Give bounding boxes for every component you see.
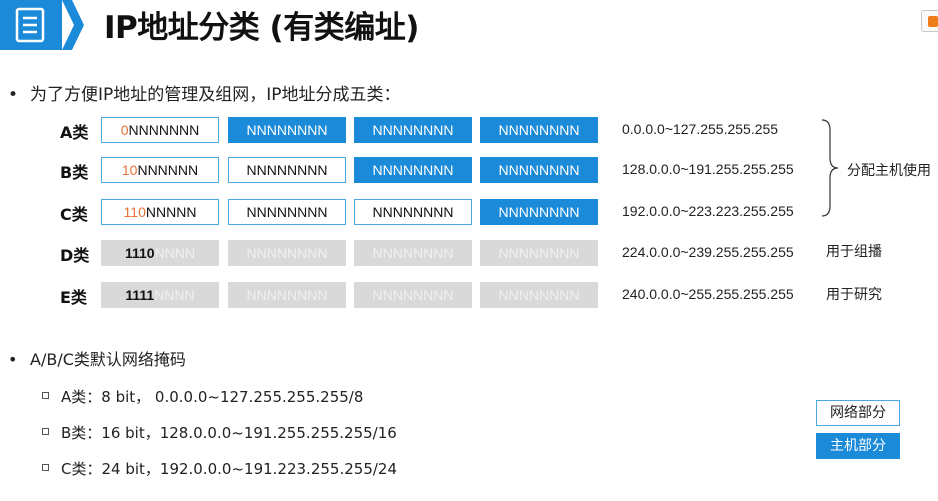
octet-bits: NNNNNNNN: [498, 287, 580, 303]
octet-bits: NNNNNNNN: [372, 287, 454, 303]
header-badge: [0, 0, 62, 50]
header-chevron-icon: [62, 0, 84, 50]
class-label: D类: [60, 246, 90, 265]
address-range: 224.0.0.0~239.255.255.255: [622, 244, 794, 260]
square-bullet-icon: [42, 464, 49, 471]
bullet-dot: •: [8, 350, 18, 369]
octet-cell: NNNNNNNN: [354, 157, 472, 183]
octet-cell: NNNNNNNN: [480, 282, 598, 308]
octet-cell: NNNNNNNN: [480, 117, 598, 143]
octet-bits: NNNNNNNN: [246, 245, 328, 261]
octet-bits: NNNNNNNN: [372, 162, 454, 178]
octet-bits: NNNNNNNN: [246, 287, 328, 303]
mask-heading-line: • A/B/C类默认网络掩码: [8, 346, 186, 370]
octet-cell: NNNNNNNN: [480, 157, 598, 183]
class-label: C类: [60, 205, 88, 224]
octet-cell: NNNNNNNN: [228, 199, 346, 225]
octet-bits: NNNNNNNN: [372, 122, 454, 138]
mask-item-c: C类：24 bit，192.0.0.0~191.223.255.255/24: [42, 458, 397, 479]
octet-cell: 0NNNNNNN: [101, 117, 219, 143]
octet-cell: NNNNNNNN: [228, 157, 346, 183]
class-prefix-bits: 0: [120, 122, 129, 138]
class-label: E类: [60, 288, 87, 307]
octet-cell: NNNNNNNN: [480, 240, 598, 266]
octet-bits: NNNNNN: [137, 162, 199, 178]
octet-cell: NNNNNNNN: [228, 117, 346, 143]
address-range: 128.0.0.0~191.255.255.255: [622, 161, 794, 177]
intro-line: • 为了方便IP地址的管理及组网，IP地址分成五类：: [8, 80, 401, 105]
octet-cell: NNNNNNNN: [354, 240, 472, 266]
brace-icon: [821, 119, 839, 217]
octet-cell: NNNNNNNN: [354, 117, 472, 143]
note-host-use: 分配主机使用: [847, 163, 931, 179]
octet-bits: NNNNN: [145, 204, 197, 220]
octet-cell: NNNNNNNN: [228, 282, 346, 308]
octet-bits: NNNNNNNN: [372, 204, 454, 220]
class-prefix-bits: 110: [123, 204, 146, 220]
octet-bits: NNNNNNNN: [498, 204, 580, 220]
octet-bits: NNNN: [154, 287, 195, 303]
note-research: 用于研究: [826, 287, 882, 303]
note-multicast: 用于组播: [826, 244, 882, 260]
octet-cell: 110NNNNN: [101, 199, 219, 225]
mask-heading: A/B/C类默认网络掩码: [30, 350, 186, 369]
intro-text: 为了方便IP地址的管理及组网，IP地址分成五类：: [30, 85, 401, 105]
class-prefix-bits: 1110: [124, 245, 155, 261]
orange-square-icon: [928, 16, 938, 27]
document-icon: [15, 7, 45, 43]
octet-bits: NNNNNNNN: [246, 162, 328, 178]
bullet-dot: •: [8, 85, 19, 105]
octet-bits: NNNNNNNN: [498, 162, 580, 178]
octet-cell: 10NNNNNN: [101, 157, 219, 183]
legend-host-part: 主机部分: [816, 433, 900, 459]
octet-cell: NNNNNNNN: [228, 240, 346, 266]
square-bullet-icon: [42, 428, 49, 435]
class-label: A类: [60, 123, 89, 142]
class-label: B类: [60, 163, 89, 182]
class-prefix-bits: 10: [121, 162, 138, 178]
octet-bits: NNNNNNNN: [246, 122, 328, 138]
class-prefix-bits: 1111: [125, 287, 155, 303]
mask-item-b: B类：16 bit，128.0.0.0~191.255.255.255/16: [42, 422, 397, 443]
corner-widget[interactable]: [921, 10, 938, 32]
octet-bits: NNNNNNNN: [498, 245, 580, 261]
octet-cell: NNNNNNNN: [354, 282, 472, 308]
address-range: 0.0.0.0~127.255.255.255: [622, 121, 779, 137]
mask-item-a: A类：8 bit， 0.0.0.0~127.255.255.255/8: [42, 386, 363, 407]
octet-bits: NNNNNNNN: [372, 245, 454, 261]
octet-cell: 1111NNNN: [101, 282, 219, 308]
octet-bits: NNNN: [154, 245, 196, 261]
octet-bits: NNNNNNN: [128, 122, 200, 138]
octet-cell: 1110NNNN: [101, 240, 219, 266]
octet-cell: NNNNNNNN: [480, 199, 598, 225]
legend-network-part: 网络部分: [816, 400, 900, 426]
address-range: 240.0.0.0~255.255.255.255: [622, 286, 794, 302]
address-range: 192.0.0.0~223.223.255.255: [622, 203, 794, 219]
octet-bits: NNNNNNNN: [498, 122, 580, 138]
octet-cell: NNNNNNNN: [354, 199, 472, 225]
square-bullet-icon: [42, 392, 49, 399]
octet-bits: NNNNNNNN: [246, 204, 328, 220]
page-title: IP地址分类 (有类编址): [104, 10, 419, 46]
